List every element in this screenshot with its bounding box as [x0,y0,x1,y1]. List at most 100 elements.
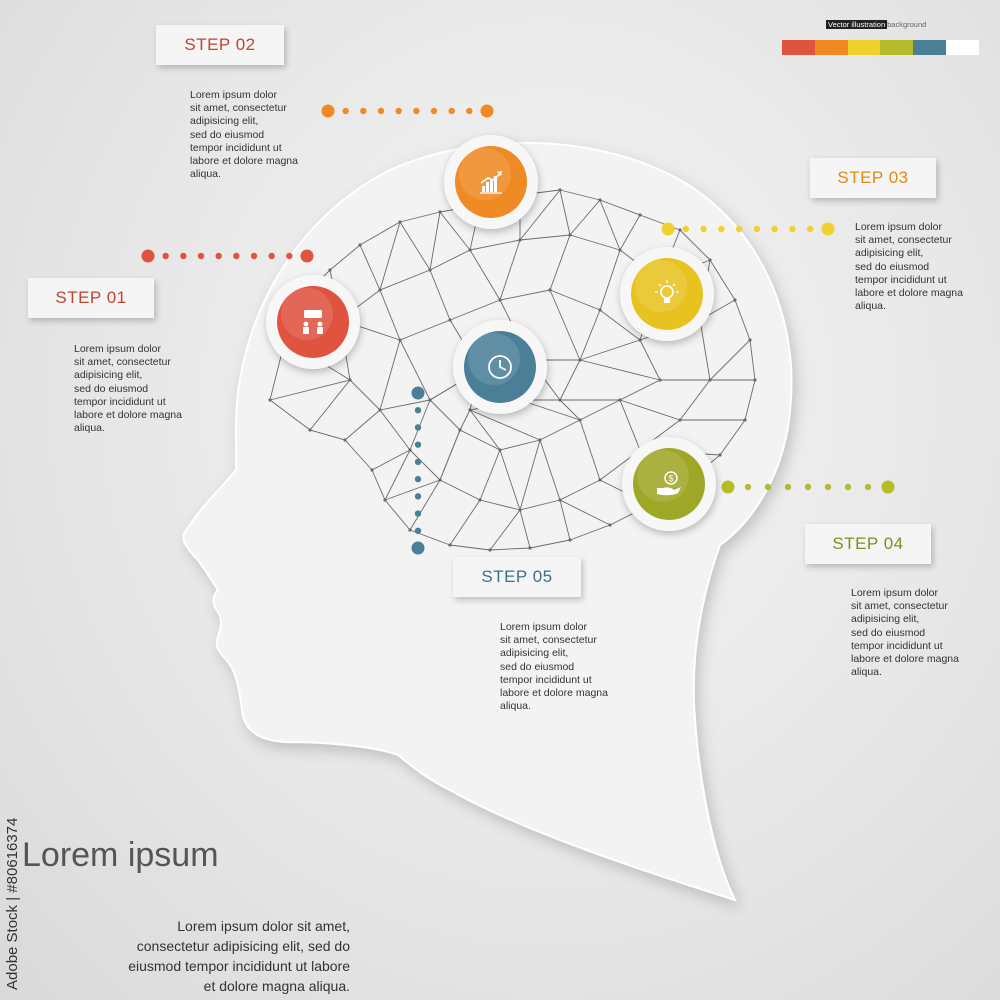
network-link [599,199,641,216]
network-link [579,419,601,481]
network-link [619,214,641,251]
step-icon-circles: $ [266,135,716,531]
badge-light-text: background [887,20,927,29]
network-link [459,409,471,431]
step-circle-4: $ [622,437,716,531]
network-node [638,213,642,217]
network-node [408,448,412,452]
connector-dot [824,483,832,491]
network-node [678,228,682,232]
step-circle-2 [444,135,538,229]
swatch-teal [913,40,947,55]
circle-highlight [468,333,520,385]
connector-dot [430,107,438,115]
network-link [439,211,471,251]
network-link [549,289,581,361]
network-link [489,547,531,551]
network-node [348,378,352,382]
network-link [699,319,711,381]
connector-dot [414,493,422,500]
swatch-yellow [847,40,881,55]
connector-dot [250,252,258,260]
network-node [658,378,662,382]
network-link [734,299,751,341]
network-node [598,478,602,482]
growth-chart-icon [480,171,502,194]
network-link [359,244,381,291]
network-link [519,509,531,549]
network-link [499,449,521,511]
connector-dot [377,107,385,115]
network-link [479,499,521,511]
network-node [343,438,347,442]
step-04-text: Lorem ipsum dolor sit amet, consectetur … [851,587,959,679]
network-link [679,379,711,421]
network-link [519,234,571,241]
connector-dot [466,107,473,115]
network-link [579,339,641,361]
network-link [459,429,501,451]
network-link [371,469,386,501]
network-link [539,419,581,441]
connector-dot [413,107,420,115]
connector-dot [784,483,792,491]
network-link [529,539,571,549]
network-link [679,229,711,261]
network-node [638,338,642,342]
connector-dot [789,225,796,233]
network-node [733,298,737,302]
step-03-label: STEP 03 [810,158,936,198]
network-link [269,399,311,431]
network-node [718,453,722,457]
network-link [429,399,461,431]
network-link [329,244,361,271]
network-link [619,399,681,421]
connector-dot [233,252,240,260]
connector-dot [804,483,812,491]
network-link [469,409,501,451]
step-04-label: STEP 04 [805,524,931,564]
side-stock-code: Adobe Stock | #80616374 [4,817,21,990]
network-link [449,544,491,551]
step-circle-5 [453,320,547,414]
network-node [568,538,572,542]
network-link [399,211,441,223]
connector-dot [844,483,852,491]
network-node [448,318,452,322]
circle-highlight [637,450,689,502]
step-05-label: STEP 05 [453,557,581,597]
network-link [469,249,501,301]
connector-dot [300,249,314,263]
network-node [488,548,492,552]
connector-dot [480,104,494,118]
connector-dot [414,527,422,534]
network-node [743,418,747,422]
connector-dot [881,480,895,494]
network-node [498,448,502,452]
network-node [468,408,472,412]
network-node [518,238,522,242]
network-link [619,399,641,451]
network-node [268,398,272,402]
network-link [619,379,661,401]
network-node [378,408,382,412]
network-node [398,220,402,224]
network-link [344,409,381,441]
network-link [449,499,481,546]
step-02-text: Lorem ipsum dolor sit amet, consectetur … [190,89,298,181]
network-node [438,210,442,214]
connector-dot [414,475,422,483]
network-link [371,449,411,471]
network-link [519,439,541,511]
network-link [309,379,351,431]
connector-dot [414,458,422,466]
connector-dot [414,407,422,414]
network-node [358,243,362,247]
connector-dot [268,252,275,260]
circle-fill [277,286,349,358]
money-hand-icon: $ [657,471,681,496]
network-node [608,523,612,527]
connector-dot [342,107,349,115]
network-link [359,221,401,246]
network-link [569,199,601,236]
